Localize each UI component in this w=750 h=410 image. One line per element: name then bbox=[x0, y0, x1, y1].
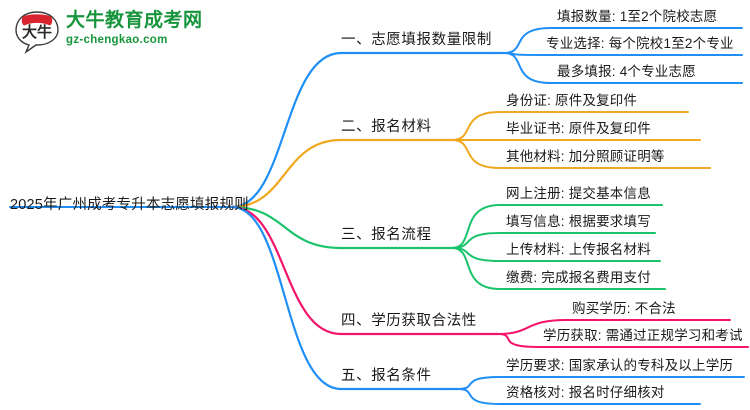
logo-brand-en: gz-chengkao.com bbox=[66, 33, 168, 46]
mindmap-branch-node-1[interactable]: 一、志愿填报数量限制 bbox=[341, 32, 492, 48]
mindmap-leaf-node-3-3[interactable]: 上传材料: 上传报名材料 bbox=[506, 242, 651, 257]
mindmap-leaf-node-2-3[interactable]: 其他材料: 加分照顾证明等 bbox=[506, 149, 665, 164]
mindmap-leaf-node-4-2[interactable]: 学历获取: 需通过正规学习和考试 bbox=[543, 328, 743, 343]
mindmap-branch-node-4[interactable]: 四、学历获取合法性 bbox=[341, 313, 477, 329]
logo-text-block: 大牛教育成考网 gz-chengkao.com bbox=[66, 9, 203, 46]
mindmap-root-node[interactable]: 2025年广州成考专升本志愿填报规则 bbox=[10, 197, 249, 213]
mindmap-leaf-node-4-1[interactable]: 购买学历: 不合法 bbox=[572, 301, 676, 316]
mindmap-branch-node-2[interactable]: 二、报名材料 bbox=[341, 119, 432, 135]
mindmap-leaf-node-5-2[interactable]: 资格核对: 报名时仔细核对 bbox=[506, 385, 665, 400]
mindmap-leaf-node-5-1[interactable]: 学历要求: 国家承认的专科及以上学历 bbox=[506, 358, 734, 373]
logo-mark-icon: 大牛 bbox=[15, 11, 59, 54]
mindmap-branch-node-5[interactable]: 五、报名条件 bbox=[341, 368, 432, 384]
mindmap-leaf-node-1-1[interactable]: 填报数量: 1至2个院校志愿 bbox=[557, 9, 718, 24]
svg-text:大牛: 大牛 bbox=[22, 23, 52, 41]
mindmap-leaf-node-3-1[interactable]: 网上注册: 提交基本信息 bbox=[506, 186, 651, 201]
mindmap-leaf-node-2-2[interactable]: 毕业证书: 原件及复印件 bbox=[506, 121, 651, 136]
logo-brand-cn: 大牛教育成考网 bbox=[66, 9, 203, 31]
mindmap-leaf-node-1-2[interactable]: 专业选择: 每个院校1至2个专业 bbox=[546, 36, 734, 51]
site-logo: 大牛 大牛教育成考网 gz-chengkao.com bbox=[14, 8, 214, 58]
mindmap-leaf-node-1-3[interactable]: 最多填报: 4个专业志愿 bbox=[557, 64, 696, 79]
mindmap-branch-node-3[interactable]: 三、报名流程 bbox=[341, 227, 432, 243]
mindmap-leaf-node-2-1[interactable]: 身份证: 原件及复印件 bbox=[506, 93, 638, 108]
mindmap-leaf-node-3-4[interactable]: 缴费: 完成报名费用支付 bbox=[506, 270, 651, 285]
mindmap-leaf-node-3-2[interactable]: 填写信息: 根据要求填写 bbox=[506, 214, 651, 229]
